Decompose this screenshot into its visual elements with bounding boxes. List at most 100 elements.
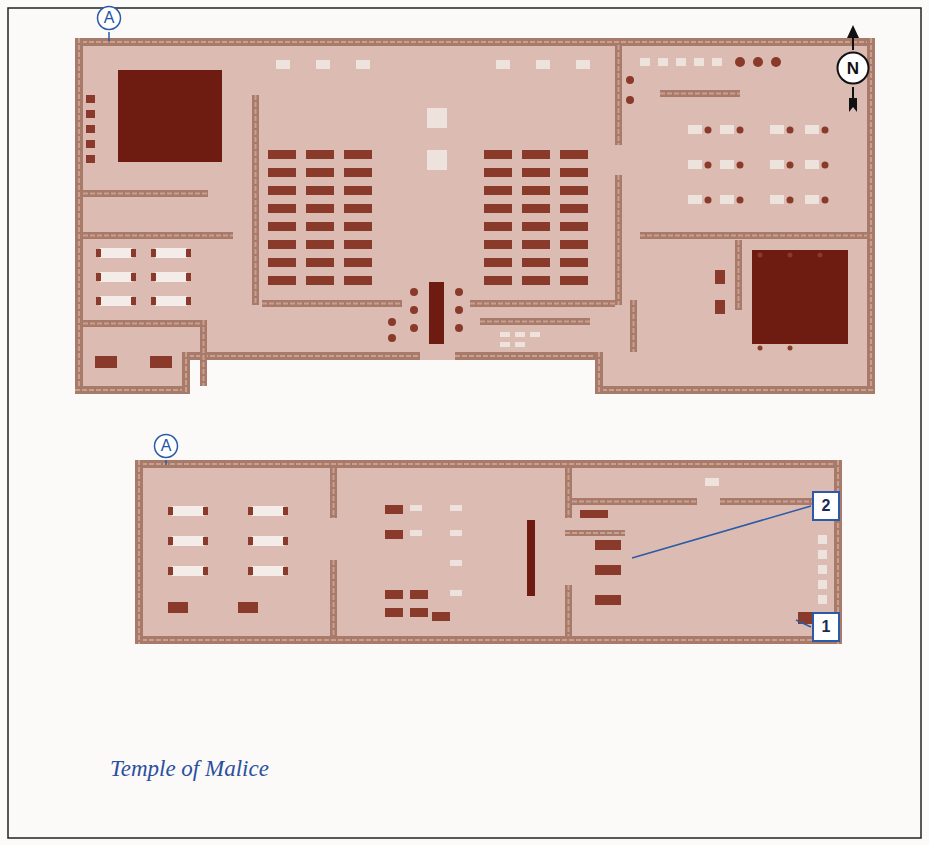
brick-line [185, 352, 187, 394]
furniture-dot [822, 127, 829, 134]
chair [248, 537, 253, 545]
pew [268, 222, 296, 231]
wall [735, 240, 742, 310]
crate [410, 505, 422, 511]
brick-line [568, 468, 570, 518]
desk [770, 125, 784, 134]
lower-floor-map [135, 460, 842, 644]
pew [484, 150, 512, 159]
table [172, 566, 204, 576]
table [95, 356, 117, 368]
desk [805, 160, 819, 169]
pew [344, 150, 372, 159]
pew [344, 186, 372, 195]
pew [306, 258, 334, 267]
cabinet [385, 608, 403, 617]
chair [151, 249, 156, 257]
wall [200, 320, 207, 386]
crate [450, 530, 462, 536]
callout-letter: A [96, 5, 122, 31]
wall [660, 90, 740, 97]
brick-line [135, 639, 842, 641]
wall [595, 352, 603, 394]
desk [688, 195, 702, 204]
crate [530, 332, 540, 337]
chair [151, 273, 156, 281]
furniture-dot [788, 253, 793, 258]
wall [83, 320, 203, 327]
crate [450, 505, 462, 511]
brick-line [633, 300, 635, 352]
pew [344, 240, 372, 249]
pew [560, 204, 588, 213]
table [155, 248, 187, 258]
furniture-dot [705, 162, 712, 169]
pew [522, 150, 550, 159]
leader-lines [109, 32, 811, 627]
furniture-dot [737, 127, 744, 134]
crate [676, 58, 686, 66]
furniture-dot [455, 306, 463, 314]
desk [688, 125, 702, 134]
dark-pit [118, 70, 222, 162]
desk [688, 160, 702, 169]
bench [356, 60, 370, 69]
pew [560, 276, 588, 285]
pew [522, 168, 550, 177]
furniture-dot [737, 162, 744, 169]
brick-line [595, 389, 875, 391]
compass-rose: N [836, 51, 870, 85]
altar [429, 282, 444, 344]
brick-line [333, 468, 335, 518]
wall [135, 460, 143, 644]
chair [283, 507, 288, 515]
furniture-dot [737, 197, 744, 204]
frame [8, 8, 921, 838]
brick-line [138, 460, 140, 644]
callout-text: A [104, 10, 115, 26]
chair [186, 297, 191, 305]
crate [450, 590, 462, 596]
pew [306, 168, 334, 177]
chair [168, 507, 173, 515]
crate [818, 565, 827, 574]
table [252, 506, 284, 516]
table [168, 602, 188, 613]
pew [522, 222, 550, 231]
table [155, 272, 187, 282]
pew [522, 204, 550, 213]
callout-text: 2 [822, 498, 831, 514]
furniture-dot [818, 253, 823, 258]
brick-line [470, 303, 615, 305]
furniture-dot [388, 334, 396, 342]
pew [306, 222, 334, 231]
chair [96, 297, 101, 305]
desk [770, 195, 784, 204]
chair [151, 297, 156, 305]
pew [484, 258, 512, 267]
pew [522, 276, 550, 285]
chair [203, 537, 208, 545]
crate [694, 58, 704, 66]
shelf [86, 140, 95, 148]
brick-line [83, 193, 208, 195]
furniture-dot [771, 57, 781, 67]
pew [344, 222, 372, 231]
wall [330, 560, 337, 636]
pew [306, 186, 334, 195]
cabinet [432, 612, 450, 621]
table [100, 248, 132, 258]
pew [560, 150, 588, 159]
chair [283, 567, 288, 575]
pew [268, 276, 296, 285]
wall [640, 232, 867, 239]
furniture-dot [758, 346, 763, 351]
furniture-dot [705, 127, 712, 134]
furniture-dot [787, 127, 794, 134]
furniture-dot [822, 197, 829, 204]
crate [818, 580, 827, 589]
pew [522, 258, 550, 267]
wall [470, 300, 615, 307]
pew [560, 168, 588, 177]
crate [658, 58, 668, 66]
